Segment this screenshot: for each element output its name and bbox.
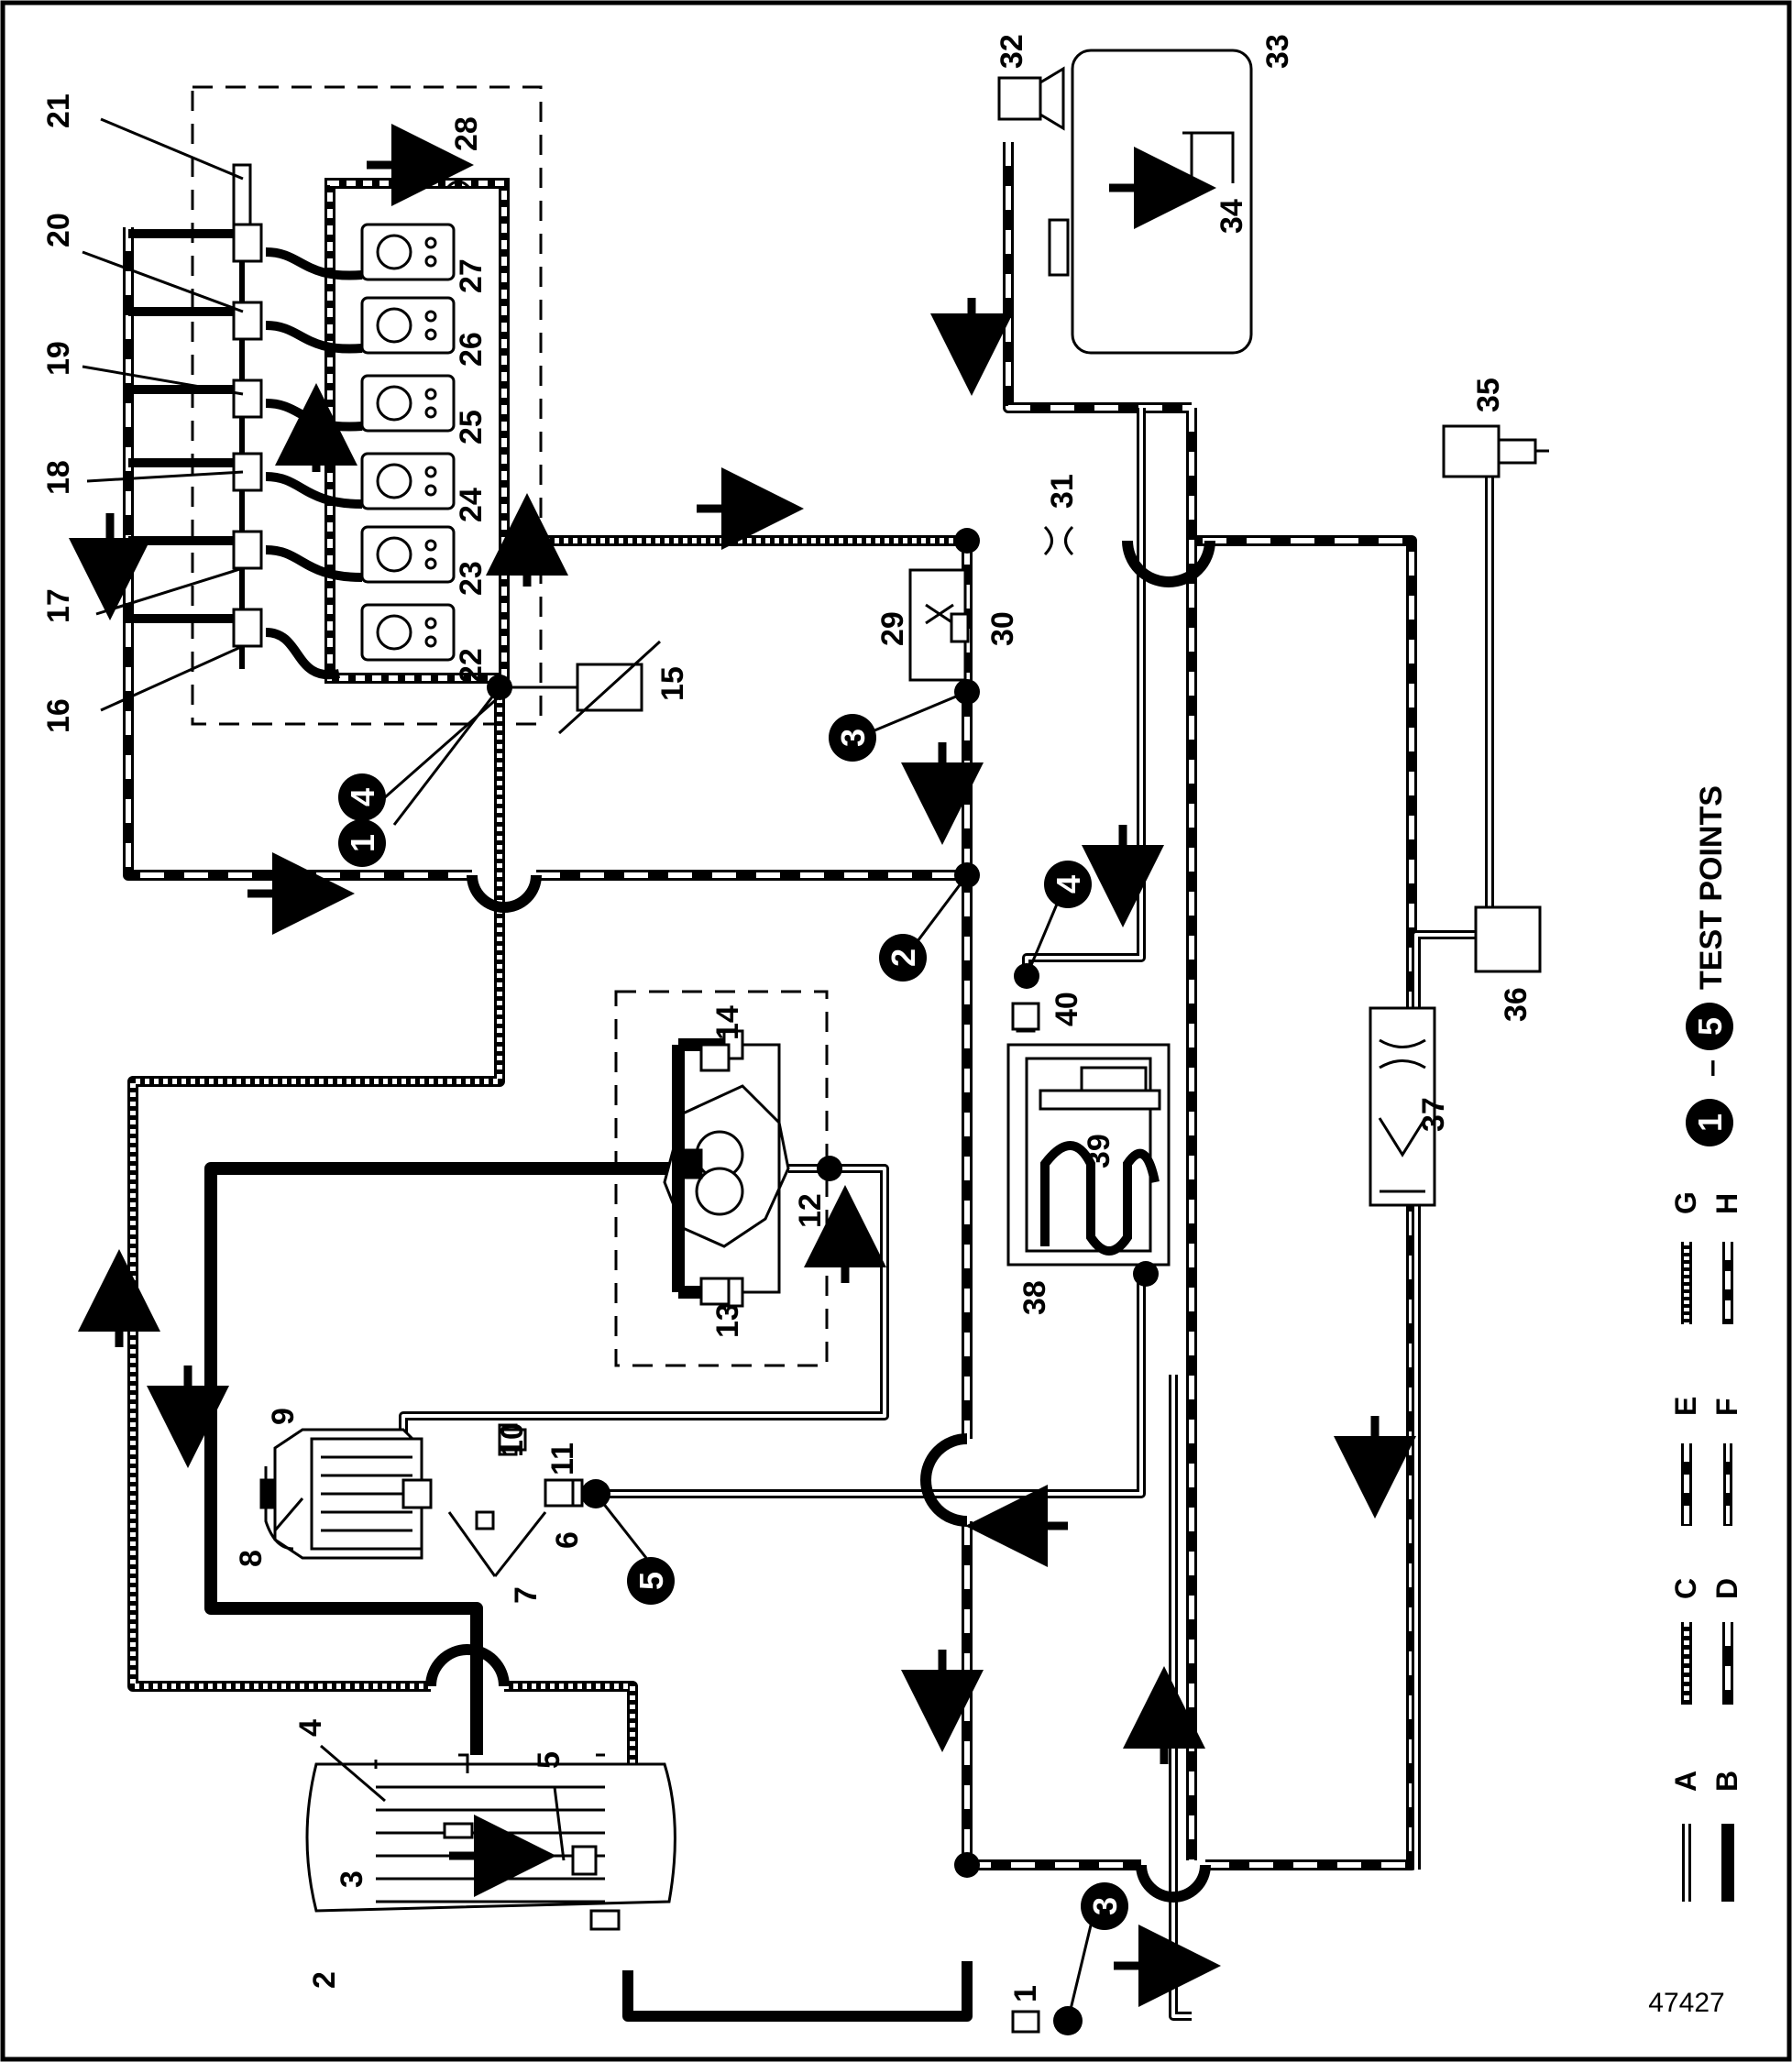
test-point-leaders — [82, 117, 1097, 2022]
sensor-35 — [1442, 424, 1549, 478]
legend-key-h: H — [1710, 1193, 1743, 1214]
label-10: 10 — [495, 1422, 530, 1457]
legend-key-c: C — [1669, 1578, 1702, 1599]
label-33: 33 — [1260, 34, 1295, 69]
legend-tp-dash: – — [1694, 1059, 1729, 1077]
legend-key-f: F — [1710, 1398, 1743, 1416]
test-point-label: 3 — [834, 729, 872, 747]
label-31: 31 — [1045, 474, 1080, 509]
label-13: 13 — [710, 1303, 745, 1338]
label-19: 19 — [41, 341, 76, 376]
check-valve-29-30 — [908, 568, 970, 682]
component-labels: 21 20 19 18 17 16 28 27 26 25 24 23 22 1… — [41, 34, 1534, 2002]
test-point-marker — [1044, 861, 1092, 908]
label-8: 8 — [234, 1550, 269, 1567]
label-35: 35 — [1471, 378, 1506, 412]
test-points-legend: 1 – 5 TEST POINTS — [1686, 785, 1733, 1146]
label-12: 12 — [793, 1193, 828, 1228]
label-34: 34 — [1215, 199, 1249, 234]
label-9: 9 — [266, 1408, 301, 1425]
label-7: 7 — [509, 1586, 544, 1604]
label-25: 25 — [454, 410, 489, 444]
flow-arrows — [69, 124, 1416, 2007]
label-24: 24 — [454, 488, 489, 522]
legend-tp-from: 1 — [1691, 1113, 1729, 1132]
test-point-marker — [879, 934, 927, 982]
test-point-marker — [338, 773, 386, 821]
nozzle-rail — [232, 163, 263, 669]
label-11: 11 — [545, 1442, 580, 1475]
fuel-cooler-38-39 — [1006, 1002, 1171, 1267]
label-36: 36 — [1499, 987, 1534, 1022]
label-26: 26 — [454, 332, 489, 367]
legend-tp-to: 5 — [1691, 1017, 1729, 1036]
test-point-label: 4 — [344, 788, 381, 806]
label-32: 32 — [995, 34, 1029, 69]
label-3: 3 — [335, 1870, 369, 1888]
test-point-marker — [1081, 1882, 1128, 1930]
label-29: 29 — [875, 611, 910, 646]
label-4: 4 — [293, 1719, 328, 1737]
temperature-sensor-15 — [500, 640, 662, 735]
test-point-label: 5 — [632, 1572, 670, 1590]
test-point-marker — [829, 714, 876, 762]
test-point-label: 4 — [1050, 875, 1087, 894]
label-21: 21 — [41, 93, 76, 128]
gear-pump — [663, 1029, 790, 1308]
label-17: 17 — [41, 588, 76, 623]
check-valves — [498, 1002, 1040, 2034]
legend-key-e: E — [1669, 1397, 1702, 1416]
label-15: 15 — [655, 666, 690, 701]
test-points: 4 1 2 3 4 5 3 — [338, 714, 1128, 1930]
box-36 — [1474, 905, 1542, 973]
legend-key-a: A — [1669, 1771, 1702, 1792]
label-40: 40 — [1050, 992, 1084, 1026]
orifice-31 — [1043, 525, 1074, 556]
label-18: 18 — [41, 460, 76, 495]
fuel-filter-9 — [259, 1423, 584, 1560]
legend-key-g: G — [1669, 1191, 1702, 1214]
label-16: 16 — [41, 698, 76, 733]
label-27: 27 — [454, 258, 489, 293]
label-38: 38 — [1017, 1280, 1052, 1315]
label-39: 39 — [1082, 1134, 1116, 1168]
valve-37 — [1369, 1006, 1436, 1207]
label-20: 20 — [41, 213, 76, 247]
legend-key-b: B — [1710, 1771, 1743, 1792]
test-point-label: 2 — [885, 949, 922, 967]
test-point-label: 1 — [344, 834, 381, 852]
label-37: 37 — [1416, 1097, 1451, 1132]
label-1: 1 — [1008, 1985, 1043, 2002]
label-6: 6 — [550, 1531, 585, 1549]
label-5: 5 — [532, 1751, 566, 1769]
label-23: 23 — [454, 561, 489, 596]
label-28: 28 — [449, 116, 484, 151]
valve-32 — [997, 66, 1065, 131]
line-legend: A B C D E F G H — [1669, 1191, 1743, 1902]
injector-module-box — [191, 85, 543, 726]
figure-number: 47427 — [1648, 1988, 1724, 2018]
label-30: 30 — [985, 611, 1020, 646]
test-point-marker — [627, 1557, 675, 1605]
label-22: 22 — [454, 648, 489, 683]
label-2: 2 — [307, 1971, 342, 1989]
test-point-label: 3 — [1086, 1897, 1124, 1915]
injector-units — [360, 223, 456, 662]
label-14: 14 — [710, 1005, 745, 1040]
test-points-label: TEST POINTS — [1694, 785, 1729, 990]
legend-key-d: D — [1710, 1578, 1743, 1599]
test-point-marker — [338, 819, 386, 867]
